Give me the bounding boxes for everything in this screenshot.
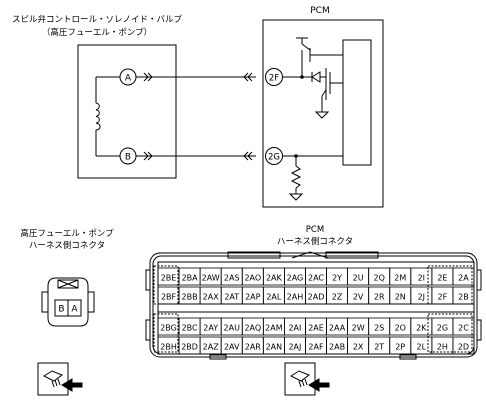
- pcm-pin-label: 2Y: [332, 274, 342, 283]
- pcm-driver-circuit: [283, 37, 372, 166]
- coil-icon: [95, 102, 101, 131]
- pcm-pin-label: 2BC: [182, 324, 198, 333]
- pcm-pin-label: 2AR: [245, 343, 262, 352]
- pcm-pin-2f: 2F: [265, 68, 283, 86]
- pcm-pin-label: 2L: [417, 343, 427, 352]
- pcm-pin-label: 2W: [352, 324, 365, 333]
- pcm-box: [262, 19, 384, 208]
- pcm-pin-label: 2AY: [203, 324, 218, 333]
- pcm-pin-label: 2AQ: [244, 324, 261, 333]
- connector-view-icon: [37, 362, 83, 396]
- pcm-connector-sublabel: ハーネス側コネクタ: [277, 236, 353, 247]
- pin-a-label: A: [125, 74, 132, 84]
- pcm-pin-label: 2AM: [265, 324, 283, 333]
- pcm-pin-label: 2AI: [288, 324, 301, 333]
- junction-dot: [294, 154, 298, 158]
- pcm-pin-label: 2AH: [287, 293, 304, 302]
- pcm-pin-label: 2BF: [161, 293, 177, 302]
- pcm-pin-label: 2AG: [287, 274, 304, 283]
- pcm-pin-label: 2F: [438, 293, 448, 302]
- pcm-connector-label: PCM: [306, 225, 324, 235]
- ground-icon-2: [288, 193, 304, 201]
- connector-view-icon-2: [284, 362, 330, 396]
- pcm-pin-label: 2AS: [224, 274, 240, 283]
- pcm-pin-label: 2S: [374, 324, 384, 333]
- solenoid-pin-a: A: [119, 68, 137, 86]
- solenoid-title: スピル弁コントロール・ソレノイド・バルブ: [12, 14, 183, 25]
- pcm-pin-label: 2O: [395, 324, 406, 333]
- pump-pin-a: A: [71, 305, 78, 315]
- pcm-pin-label: 2AD: [308, 293, 325, 302]
- pcm-pin-label: 2AV: [224, 343, 240, 352]
- pump-connector-label: 高圧フューエル・ポンプ: [20, 228, 114, 239]
- pcm-pin-label: 2AU: [224, 324, 241, 333]
- pcm-pin-label: 2AT: [224, 293, 239, 302]
- junction-dot-2: [300, 75, 304, 79]
- pcm-pin-label: 2AZ: [203, 343, 220, 352]
- pcm-pin-label: 2C: [458, 324, 469, 333]
- pcm-pin-label: 2Z: [332, 293, 343, 302]
- pcm-pin-label: 2AN: [266, 343, 283, 352]
- pcm-pin-label: 2I: [418, 274, 425, 283]
- pcm-pin-cell: [452, 286, 475, 305]
- pcm-pin-cell: [452, 336, 475, 355]
- solenoid-wiring: [95, 76, 120, 157]
- pcm-pin-label: 2H: [437, 343, 448, 352]
- pcm-pin-label: 2A: [458, 274, 469, 283]
- pcm-pin-label: 2D: [458, 343, 469, 352]
- pcm-pin-label: 2AX: [203, 293, 220, 302]
- pcm-pin-label: 2B: [458, 293, 469, 302]
- pcm-pin-label: 2AP: [245, 293, 261, 302]
- ground-icon: [314, 111, 330, 119]
- pcm-pin-label: 2J: [418, 293, 425, 302]
- solenoid-subtitle: （高圧フューエル・ポンプ）: [42, 27, 152, 38]
- pcm-title: PCM: [310, 6, 329, 16]
- pump-connector-sublabel: ハーネス側コネクタ: [29, 240, 105, 251]
- pcm-pin-label: 2T: [374, 343, 384, 352]
- transistor-icon: [321, 68, 343, 104]
- pcm-pin-label: 2AK: [266, 274, 283, 283]
- pcm-pin-label: 2AA: [329, 324, 346, 333]
- diode-icon: [311, 71, 321, 83]
- pcm-pin-label: 2U: [353, 274, 364, 283]
- pcm-pin-label: 2AC: [308, 274, 324, 283]
- pcm-pin-label: 2E: [437, 274, 447, 283]
- pcm-pin-label: 2AB: [329, 343, 345, 352]
- pcm-pin-label: 2K: [416, 324, 427, 333]
- pcm-pin-cell: [452, 317, 475, 336]
- pump-pin-b: B: [58, 305, 64, 315]
- harness-wires: [136, 72, 256, 161]
- pin-2f-label: 2F: [269, 74, 279, 84]
- pcm-pin-label: 2AL: [266, 293, 282, 302]
- pin-2g-label: 2G: [268, 153, 280, 163]
- pcm-pin-label: 2BE: [161, 274, 177, 283]
- pcm-pin-label: 2X: [353, 343, 364, 352]
- pcm-pin-label: 2G: [437, 324, 448, 333]
- pump-connector: [41, 277, 95, 327]
- pcm-pin-label: 2BD: [181, 343, 198, 352]
- pcm-pin-label: 2AJ: [288, 343, 301, 352]
- pcm-pin-label: 2P: [395, 343, 405, 352]
- solenoid-pin-b: B: [119, 147, 137, 165]
- pcm-pin-label: 2BA: [182, 274, 199, 283]
- solenoid-box: [77, 44, 177, 179]
- pcm-pin-label: 2Q: [374, 274, 385, 283]
- pcm-pin-2g: 2G: [265, 147, 283, 165]
- pcm-pin-label: 2AE: [308, 324, 324, 333]
- pcm-pin-label: 2AO: [244, 274, 261, 283]
- pcm-pin-label: 2BB: [182, 293, 198, 302]
- pcm-pin-label: 2N: [395, 293, 406, 302]
- pcm-pin-label: 2AW: [202, 274, 220, 283]
- pcm-pin-label: 2AF: [308, 343, 324, 352]
- pcm-pin-label: 2BH: [160, 343, 177, 352]
- resistor-icon: [290, 165, 302, 194]
- pcm-pin-label: 2M: [394, 274, 406, 283]
- pin-b-label: B: [125, 153, 131, 163]
- pcm-pin-label: 2V: [353, 293, 364, 302]
- pcm-pin-label: 2BG: [160, 324, 177, 333]
- pcm-pin-label: 2R: [374, 293, 385, 302]
- pcm-pin-cell: [452, 267, 475, 286]
